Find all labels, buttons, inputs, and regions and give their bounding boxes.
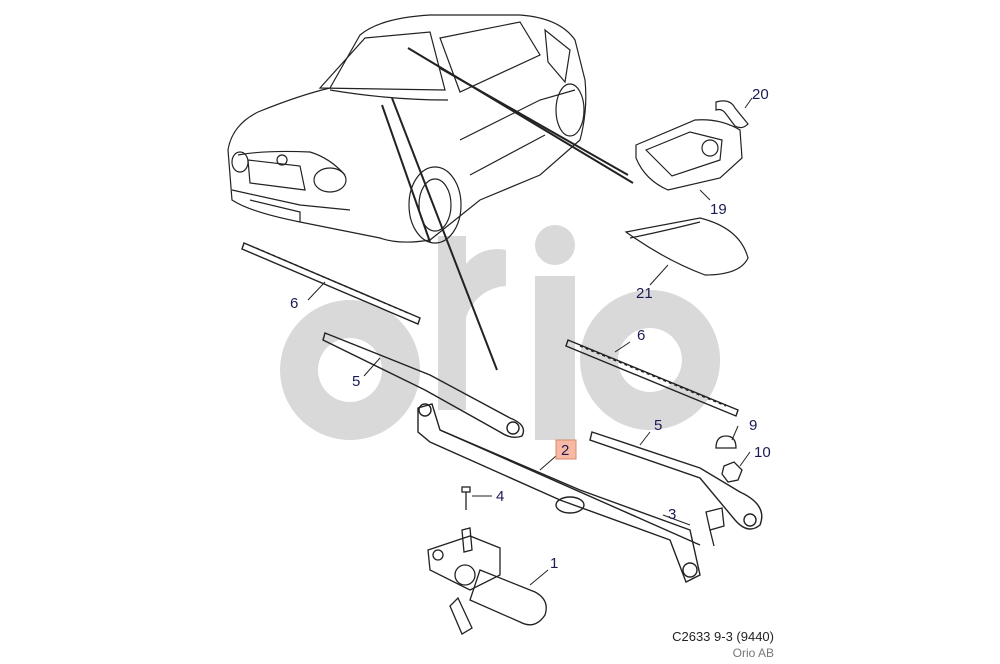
part-1-wiper-motor [427, 527, 547, 635]
pointer-lines [381, 47, 634, 371]
part-21-cover [624, 217, 749, 276]
part-5-wiper-arm-left [322, 332, 525, 439]
callout-5-right[interactable]: 5 [654, 417, 662, 434]
callout-19[interactable]: 19 [710, 201, 727, 218]
callout-20[interactable]: 20 [752, 86, 769, 103]
callout-4[interactable]: 4 [496, 488, 504, 505]
callout-3[interactable]: 3 [668, 506, 676, 523]
callout-1[interactable]: 1 [550, 555, 558, 572]
car-illustration [227, 14, 587, 244]
leader-lines [307, 97, 753, 586]
part-20-clip [715, 100, 749, 129]
callout-9[interactable]: 9 [749, 417, 757, 434]
callout-10[interactable]: 10 [754, 444, 771, 461]
callout-21[interactable]: 21 [636, 285, 653, 302]
orio-watermark [280, 225, 721, 440]
callout-5-left[interactable]: 5 [352, 373, 360, 390]
part-19-cowl-bracket [635, 119, 743, 191]
callout-6-left[interactable]: 6 [290, 295, 298, 312]
part-10-nut [721, 461, 743, 483]
part-6-wiper-blade-right [565, 339, 739, 417]
callout-2[interactable]: 2 [561, 442, 569, 459]
callout-labels: 1 2 3 4 5 5 6 6 9 10 19 20 21 [290, 86, 771, 572]
part-4-screw [461, 486, 471, 510]
callout-highlight [555, 439, 577, 460]
part-5-wiper-arm-right [589, 431, 763, 530]
part-3-bolt [705, 507, 725, 547]
part-2-wiper-linkage [417, 403, 701, 583]
part-9-cap [715, 435, 737, 449]
part-6-wiper-blade-left [241, 242, 421, 325]
drawing-owner: Orio AB [732, 646, 774, 660]
drawing-code: C2633 9-3 (9440) [672, 629, 774, 644]
callout-6-right[interactable]: 6 [637, 327, 645, 344]
